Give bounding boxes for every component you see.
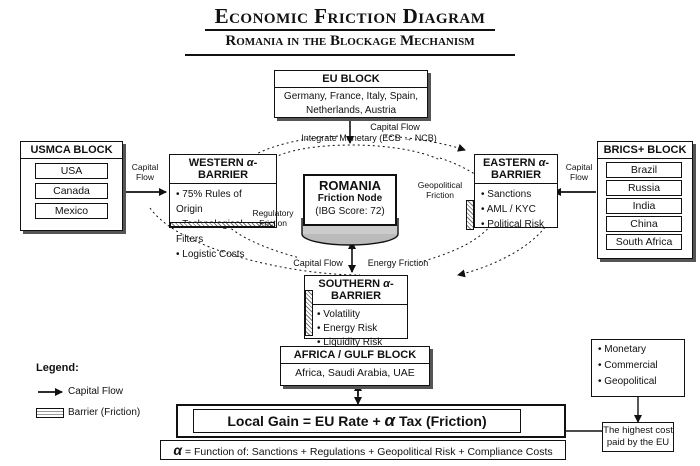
southern-barrier-header: SOUTHERN α-BARRIER	[305, 276, 407, 305]
usmca-country-canada: Canada	[35, 183, 108, 199]
africa-block-header: AFRICA / GULF BLOCK	[281, 347, 429, 364]
western-barrier: WESTERN α-BARRIER 75% Rules of Origin Te…	[169, 154, 277, 260]
list-item: Liquidity Risk	[317, 336, 401, 350]
local-gain-equation: Local Gain = EU Rate + α Tax (Friction)	[193, 409, 521, 433]
brics-country-china: China	[606, 216, 682, 232]
eastern-barrier-list: Sanctions AML / KYC Political Risk	[475, 184, 557, 235]
eu-block: EU BLOCK Germany, France, Italy, Spain, …	[274, 70, 428, 118]
usmca-country-usa: USA	[35, 163, 108, 179]
africa-gulf-block: AFRICA / GULF BLOCK Africa, Saudi Arabia…	[280, 346, 430, 386]
page-subtitle: Romania in the Blockage Mechanism	[225, 33, 475, 49]
southern-barrier-list: Volatility Energy Risk Liquidity Risk	[305, 305, 407, 353]
list-item: Monetary	[598, 342, 678, 358]
list-item: Energy Risk	[317, 322, 401, 336]
eastern-barrier-header: EASTERN α-BARRIER	[475, 155, 557, 184]
capital-flow-top-label: Capital Flow	[370, 122, 420, 132]
barrier-hatch	[305, 290, 313, 336]
brics-country-south-africa: South Africa	[606, 234, 682, 250]
western-barrier-header: WESTERN α-BARRIER	[170, 155, 276, 184]
node-subtitle: Friction Node	[317, 193, 383, 204]
energy-friction-label: Energy Friction	[367, 258, 429, 268]
integrate-monetary-label: Integrate Monetary (ECB → NCB)	[301, 133, 437, 143]
node-title: ROMANIA	[318, 178, 382, 193]
eu-block-header: EU BLOCK	[275, 71, 427, 88]
list-item: Political Risk	[481, 217, 551, 232]
list-item: AML / KYC	[481, 202, 551, 217]
subtitle-underline	[185, 54, 515, 56]
brics-block: BRICS+ BLOCK Brazil Russia India China S…	[597, 141, 693, 259]
africa-block-countries: Africa, Saudi Arabia, UAE	[295, 367, 415, 379]
usmca-country-mexico: Mexico	[35, 203, 108, 219]
list-item: 75% Rules of Origin	[176, 187, 270, 217]
costs-list: Monetary Commercial Geopolitical	[592, 340, 684, 393]
node-score: (IBG Score: 72)	[315, 206, 385, 217]
southern-barrier: SOUTHERN α-BARRIER Volatility Energy Ris…	[304, 275, 408, 348]
romania-node: ROMANIA Friction Node (IBG Score: 72)	[303, 174, 397, 226]
title-underline	[205, 29, 495, 31]
list-item: Commercial	[598, 358, 678, 374]
legend-title: Legend:	[36, 362, 79, 374]
highest-cost-box: The highest cost paid by the EU	[602, 422, 674, 452]
page-title: Economic Friction Diagram	[214, 4, 486, 28]
brics-country-india: India	[606, 198, 682, 214]
costs-box: Monetary Commercial Geopolitical	[591, 339, 685, 397]
legend-barrier-swatch	[36, 408, 64, 418]
brics-block-header: BRICS+ BLOCK	[598, 142, 692, 159]
list-item: Logistic Costs	[176, 247, 270, 262]
capital-flow-bottom-label: Capital Flow	[293, 258, 343, 268]
barrier-hatch	[170, 222, 275, 227]
eastern-barrier: EASTERN α-BARRIER Sanctions AML / KYC Po…	[474, 154, 558, 230]
legend-barrier: Barrier (Friction)	[68, 407, 141, 418]
usmca-block: USMCA BLOCK USA Canada Mexico	[20, 141, 123, 231]
brics-country-brazil: Brazil	[606, 162, 682, 178]
list-item: Volatility	[317, 308, 401, 322]
list-item: Geopolitical	[598, 374, 678, 390]
barrier-hatch	[466, 200, 474, 230]
legend-capital-flow: Capital Flow	[68, 386, 124, 397]
list-item: Sanctions	[481, 187, 551, 202]
alpha-function-definition: α = Function of: Sanctions + Regulations…	[160, 440, 566, 460]
eu-block-countries: Germany, France, Italy, Spain, Netherlan…	[283, 91, 419, 116]
brics-country-russia: Russia	[606, 180, 682, 196]
usmca-block-header: USMCA BLOCK	[21, 142, 122, 159]
